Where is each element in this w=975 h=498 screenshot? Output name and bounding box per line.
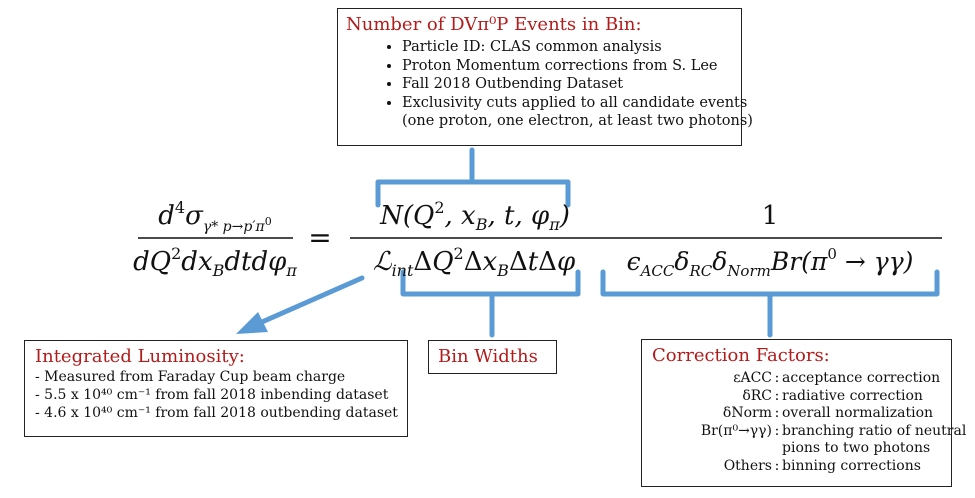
correction-row: pions to two photons [652,440,941,458]
correction-value: pions to two photons [782,440,931,456]
luminosity-line: - Measured from Faraday Cup beam charge [35,369,346,385]
correction-key: δNorm [722,405,772,421]
correction-row: δNorm:overall normalization [652,405,941,423]
lhs-denominator: dQ2dxBdtdφπ [133,244,297,280]
lhs-numerator: d4σγ* p→p′π0 [158,198,271,235]
equals-sign: = [308,221,331,254]
correction-key [652,440,772,458]
correction-key: Br(π⁰→γγ) [700,422,772,439]
correction-value: acceptance correction [782,370,941,386]
correction-value: binning corrections [782,457,921,474]
correction-key: εACC [733,370,772,386]
correction-value: overall normalization [782,405,934,421]
correction-factors-box: Correction Factors: εACC:acceptance corr… [641,339,967,487]
rhs-numerator: 1 [762,201,779,231]
mid-numerator: N(Q2, xB, t, φπ) [379,198,570,234]
events-box-title: Number of DVπ⁰P Events in Bin: [346,14,642,35]
events-bullet-list: Particle ID: CLAS common analysis Proton… [346,38,753,131]
bin-widths-title: Bin Widths [438,346,538,367]
bin-width-brace [400,269,581,338]
events-bullet-continuation: (one proton, one electron, at least two … [402,113,753,129]
correction-row: εACC:acceptance correction [652,370,941,388]
events-bullet: Exclusivity cuts applied to all candidat… [402,94,747,113]
correction-row: Br(π⁰→γγ):branching ratio of neutral [652,422,967,441]
rhs-denominator: ϵACCδRCδNormBr(π0 → γγ) [627,245,914,280]
luminosity-line: - 5.5 x 10⁴⁰ cm⁻¹ from fall 2018 inbendi… [35,387,389,403]
correction-key: δRC [742,387,772,404]
luminosity-box: Integrated Luminosity: - Measured from F… [24,340,408,437]
luminosity-box-title: Integrated Luminosity: [35,346,245,367]
events-box: Number of DVπ⁰P Events in Bin: Particle … [337,8,753,146]
events-bullet: Fall 2018 Outbending Dataset [402,75,733,94]
correction-value: radiative correction [782,387,923,404]
events-bullet: Particle ID: CLAS common analysis [402,38,733,57]
correction-factors-title: Correction Factors: [652,345,830,366]
correction-row: Others:binning corrections [652,458,941,476]
correction-brace [600,269,940,338]
luminosity-arrow-head [236,312,268,334]
correction-row: δRC:radiative correction [652,388,941,406]
bin-widths-box: Bin Widths [428,340,557,374]
correction-key: Others [723,457,772,474]
luminosity-arrow-line [259,275,365,325]
events-bullet: Proton Momentum corrections from S. Lee [402,57,733,76]
correction-value: branching ratio of neutral [782,422,967,439]
mid-denominator: ℒintΔQ2ΔxBΔtΔφ [373,244,576,280]
numerator-brace [375,147,571,208]
luminosity-line: - 4.6 x 10⁴⁰ cm⁻¹ from fall 2018 outbend… [35,405,398,421]
